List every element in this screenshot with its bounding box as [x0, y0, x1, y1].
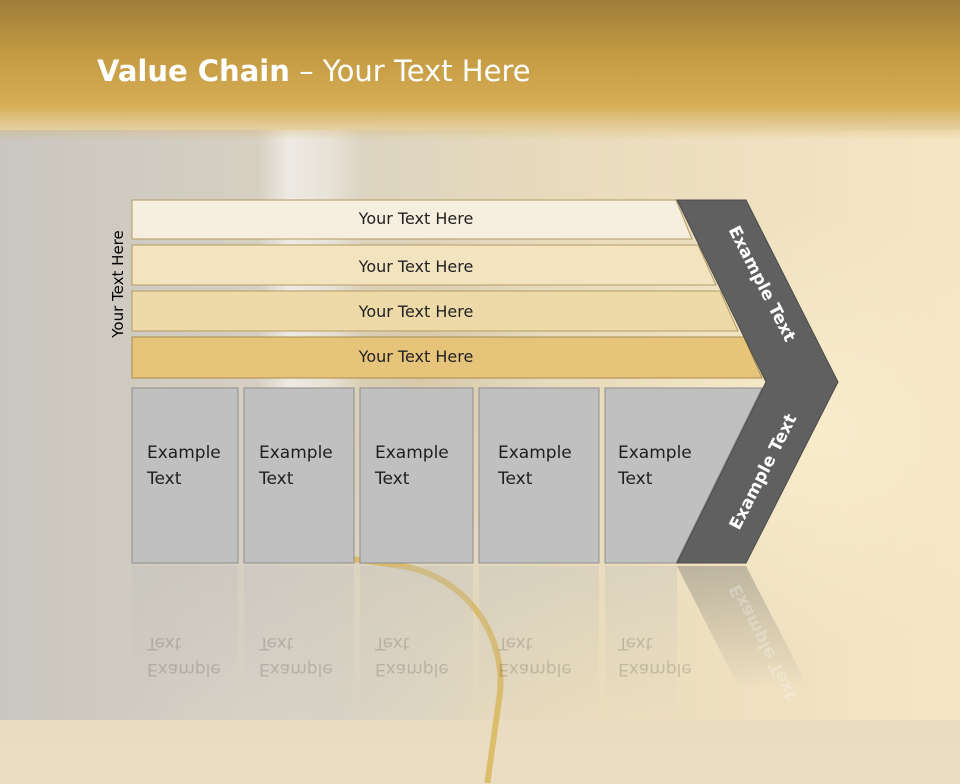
box-3-label: Example Text: [375, 440, 449, 492]
box-5-reflection: [605, 566, 677, 716]
box-2-line1: Example: [259, 443, 333, 463]
box-3-line1: Example: [375, 443, 449, 463]
box-1-reflection-label: Example Text: [147, 630, 221, 682]
box-2: [243, 387, 355, 564]
title-rest: – Your Text Here: [289, 54, 531, 88]
bar-4: [131, 336, 763, 379]
box-4-line1: Example: [498, 443, 572, 463]
box-1-label: Example Text: [147, 440, 221, 492]
bar-3-label: Your Text Here: [358, 302, 474, 321]
box-1-line2: Text: [147, 469, 182, 489]
box-5-reflection-label: Example Text: [618, 630, 692, 682]
box-4-refl-line2: Text: [498, 633, 533, 653]
box-3-reflection-label: Example Text: [375, 630, 449, 682]
slide-title: Value Chain – Your Text Here: [97, 54, 531, 88]
box-3-reflection: [360, 566, 473, 716]
box-5-label: Example Text: [618, 440, 692, 492]
bar-2-label: Your Text Here: [358, 257, 474, 276]
chevron-reflection: [677, 566, 810, 690]
box-5-refl-line2: Text: [618, 633, 653, 653]
box-2-line2: Text: [259, 469, 294, 489]
box-1-line1: Example: [147, 443, 221, 463]
bar-2: [131, 244, 717, 286]
box-3-refl-line2: Text: [375, 633, 410, 653]
bar-1-label: Your Text Here: [358, 209, 474, 228]
box-5: [604, 387, 763, 564]
box-3-refl-line1: Example: [375, 659, 449, 679]
box-4-label: Example Text: [498, 440, 572, 492]
title-bold: Value Chain: [97, 54, 290, 88]
bar-1: [131, 199, 693, 240]
chevron-arrow: [676, 199, 839, 564]
box-4-refl-line1: Example: [498, 659, 572, 679]
box-2-refl-line1: Example: [259, 659, 333, 679]
box-1-refl-line1: Example: [147, 659, 221, 679]
box-4-line2: Text: [498, 469, 533, 489]
box-5-line2: Text: [618, 469, 653, 489]
box-4-reflection-label: Example Text: [498, 630, 572, 682]
box-4-reflection: [479, 566, 599, 716]
box-1-refl-line2: Text: [147, 633, 182, 653]
title-banner: [0, 0, 960, 140]
box-3: [359, 387, 474, 564]
box-2-reflection: [244, 566, 354, 716]
bar-3: [131, 290, 739, 332]
box-5-line1: Example: [618, 443, 692, 463]
box-4: [478, 387, 600, 564]
value-chain-diagram: [131, 199, 839, 716]
box-2-reflection-label: Example Text: [259, 630, 333, 682]
box-2-label: Example Text: [259, 440, 333, 492]
box-3-line2: Text: [375, 469, 410, 489]
box-2-refl-line2: Text: [259, 633, 294, 653]
box-1-reflection: [132, 566, 238, 716]
box-1: [131, 387, 239, 564]
bar-4-label: Your Text Here: [358, 347, 474, 366]
box-5-refl-line1: Example: [618, 659, 692, 679]
